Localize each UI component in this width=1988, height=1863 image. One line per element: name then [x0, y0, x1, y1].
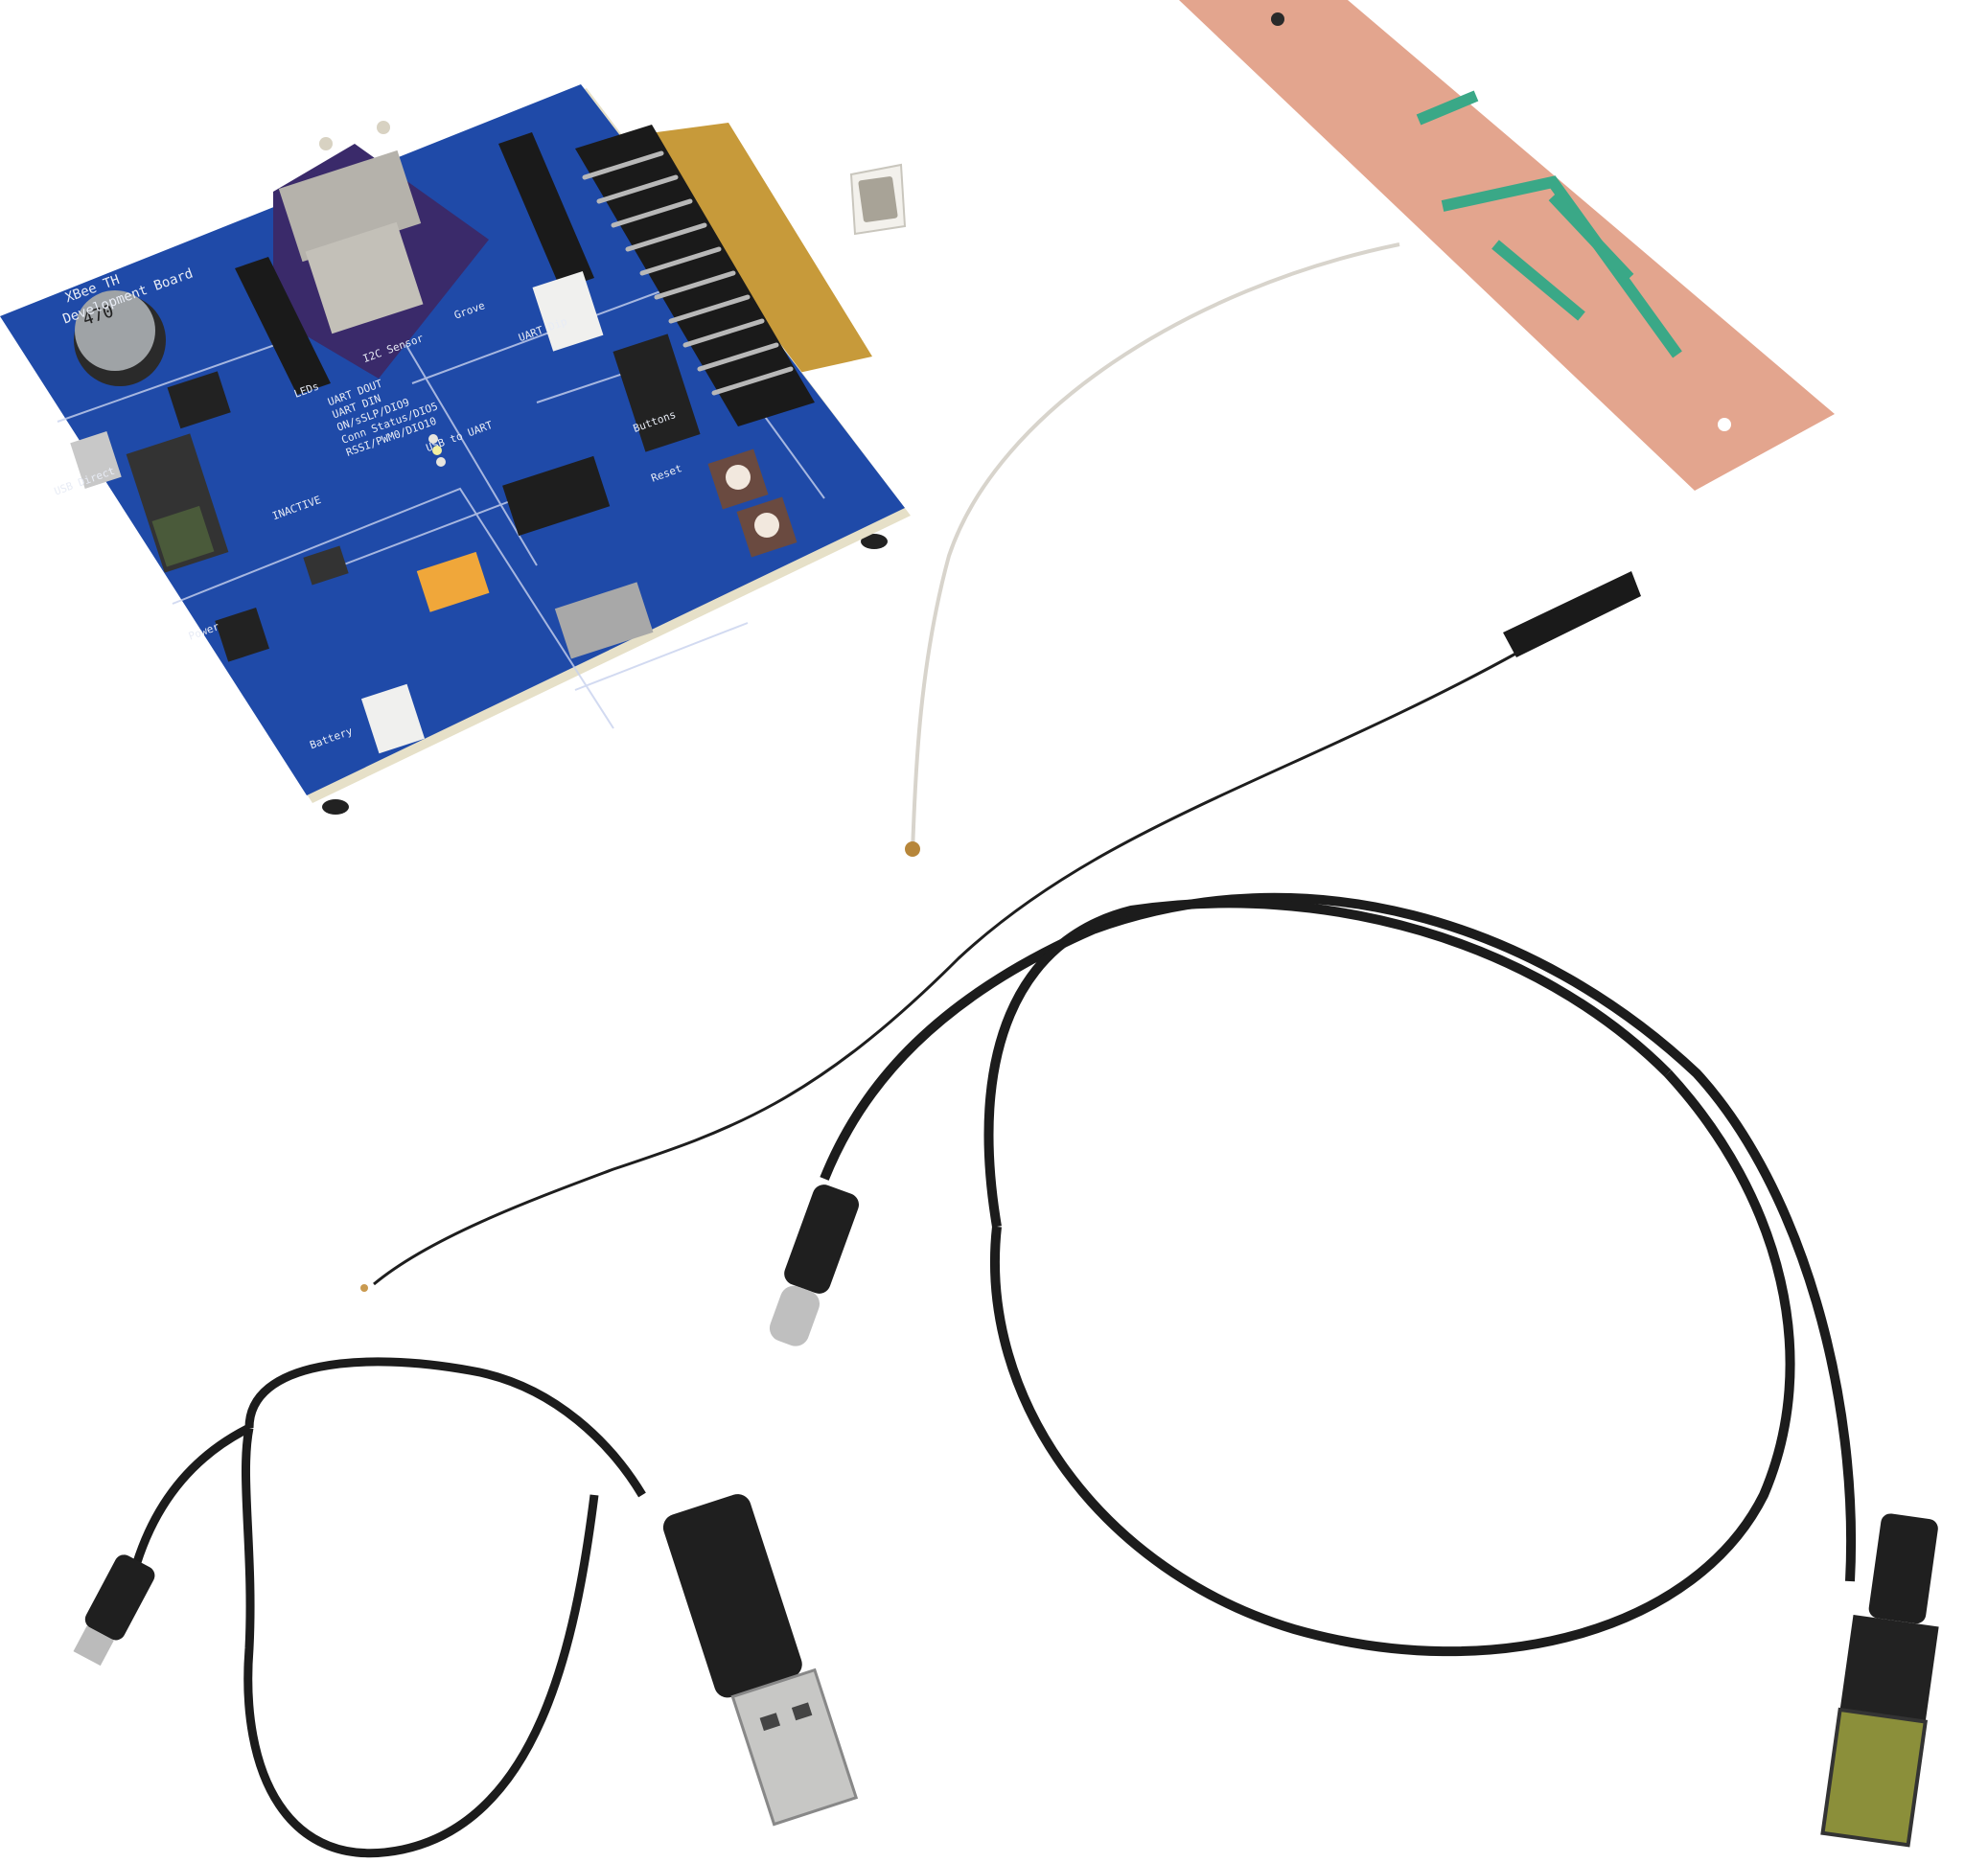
- sim-card: [849, 163, 907, 236]
- micro-usb-cable: [73, 1357, 859, 1858]
- flex-antenna-small: [360, 571, 1641, 1292]
- dev-board: 470 XBee TH Development Board USB Direct: [0, 84, 911, 815]
- flex-antenna-large: [905, 0, 1835, 857]
- usb-c-cable: [769, 892, 1939, 1848]
